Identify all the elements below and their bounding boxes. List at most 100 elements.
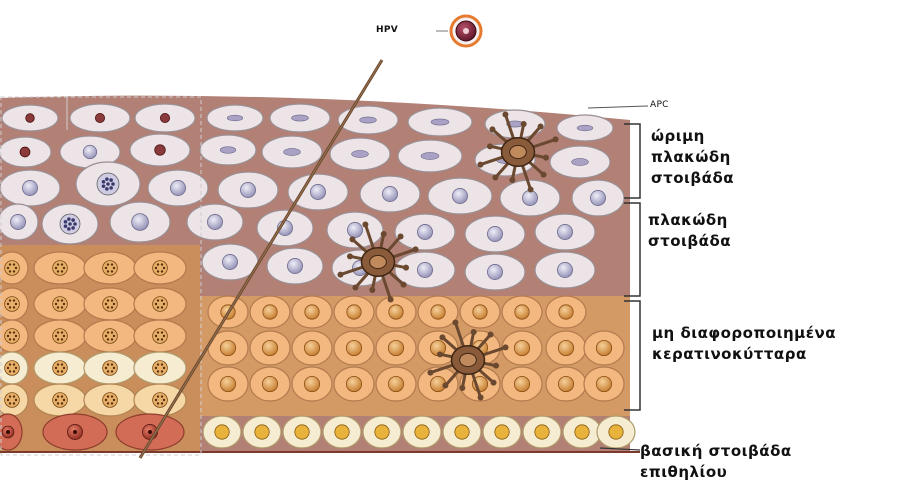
cell [187, 204, 243, 240]
dendrite-tip [528, 187, 534, 193]
nucleus [577, 125, 593, 131]
cell [418, 296, 458, 328]
chromatin-dot [157, 395, 159, 397]
chromatin-dot [107, 338, 109, 340]
cell [398, 140, 462, 172]
chromatin-dot [63, 399, 65, 401]
nucleolus [6, 430, 10, 434]
dendrite-tip [521, 121, 527, 127]
chromatin-dot [113, 335, 115, 337]
cell [110, 202, 170, 242]
nucleus [227, 115, 243, 121]
cell [550, 146, 610, 178]
nucleus [95, 113, 104, 122]
dendrite-tip [487, 143, 493, 149]
cell [572, 180, 624, 216]
nucleus [590, 190, 605, 205]
dendrite-tip [427, 370, 433, 376]
undiff-layer-line-2: κερατινοκύτταρα [652, 344, 836, 365]
nucleus [346, 376, 361, 391]
chromatin-dot [15, 399, 17, 401]
cell [0, 137, 51, 167]
chromatin-dot [7, 267, 9, 269]
cell [2, 105, 58, 131]
chromatin-dot [9, 370, 11, 372]
dendrite-tip [337, 272, 343, 278]
cell [34, 384, 86, 416]
chromatin-dot [63, 367, 65, 369]
chromatin-dot [157, 263, 159, 265]
chromatin-dot [107, 363, 109, 365]
nucleus [83, 145, 96, 158]
cell [70, 104, 130, 132]
undiff-layer-label: μη διαφοροποιημένα κερατινοκύτταρα [652, 323, 836, 365]
chromatin-dot [107, 370, 109, 372]
cell [200, 135, 256, 165]
apc-label: APC [650, 99, 669, 111]
dendrite-tip [502, 111, 508, 117]
nucleus [375, 425, 389, 439]
nucleus [596, 376, 611, 391]
chromatin-dot [157, 331, 159, 333]
nucleus [160, 113, 169, 122]
mature-layer-line-2: πλακώδη [651, 147, 734, 168]
chromatin-dot [111, 331, 113, 333]
cell [208, 367, 248, 401]
nucleus [132, 214, 149, 231]
cell [483, 416, 521, 448]
cell [334, 296, 374, 328]
hpv-core [463, 28, 469, 34]
chromatin-dot [107, 263, 109, 265]
chromatin-dot [13, 370, 15, 372]
hpv-label: HPV [376, 24, 398, 36]
cell [84, 384, 136, 416]
cell [34, 252, 86, 284]
nucleus [487, 264, 502, 279]
cell [363, 416, 401, 448]
cell [292, 331, 332, 365]
dendrite-tip [437, 351, 443, 357]
chromatin-dot [157, 306, 159, 308]
cell [597, 416, 635, 448]
cell [0, 384, 28, 416]
virion-dot [68, 222, 72, 226]
cell [270, 104, 330, 132]
cell [330, 138, 390, 170]
cell [34, 320, 86, 352]
cell [84, 252, 136, 284]
chromatin-dot [57, 370, 59, 372]
chromatin-dot [7, 335, 9, 337]
cell [376, 296, 416, 328]
chromatin-dot [9, 338, 11, 340]
cell [148, 170, 208, 206]
virion-dot [71, 226, 75, 230]
chromatin-dot [57, 299, 59, 301]
chromatin-dot [111, 306, 113, 308]
nucleus [215, 425, 229, 439]
nucleolus [73, 430, 77, 434]
cell [134, 252, 186, 284]
cell [84, 352, 136, 384]
cell [0, 204, 38, 240]
cell [584, 331, 624, 365]
nucleus [26, 114, 35, 123]
nucleus [389, 305, 403, 319]
nucleus [609, 425, 623, 439]
chromatin-dot [15, 335, 17, 337]
chromatin-dot [61, 299, 63, 301]
chromatin-dot [107, 331, 109, 333]
chromatin-dot [113, 399, 115, 401]
chromatin-dot [13, 338, 15, 340]
cell [334, 331, 374, 365]
nucleus [382, 186, 397, 201]
cell [546, 331, 586, 365]
nucleolus [148, 430, 152, 434]
nucleus [207, 214, 222, 229]
chromatin-dot [9, 395, 11, 397]
cell [34, 288, 86, 320]
chromatin-dot [61, 395, 63, 397]
virion-dot [111, 182, 115, 186]
nucleus [240, 182, 255, 197]
chromatin-dot [13, 363, 15, 365]
cell [0, 170, 60, 206]
